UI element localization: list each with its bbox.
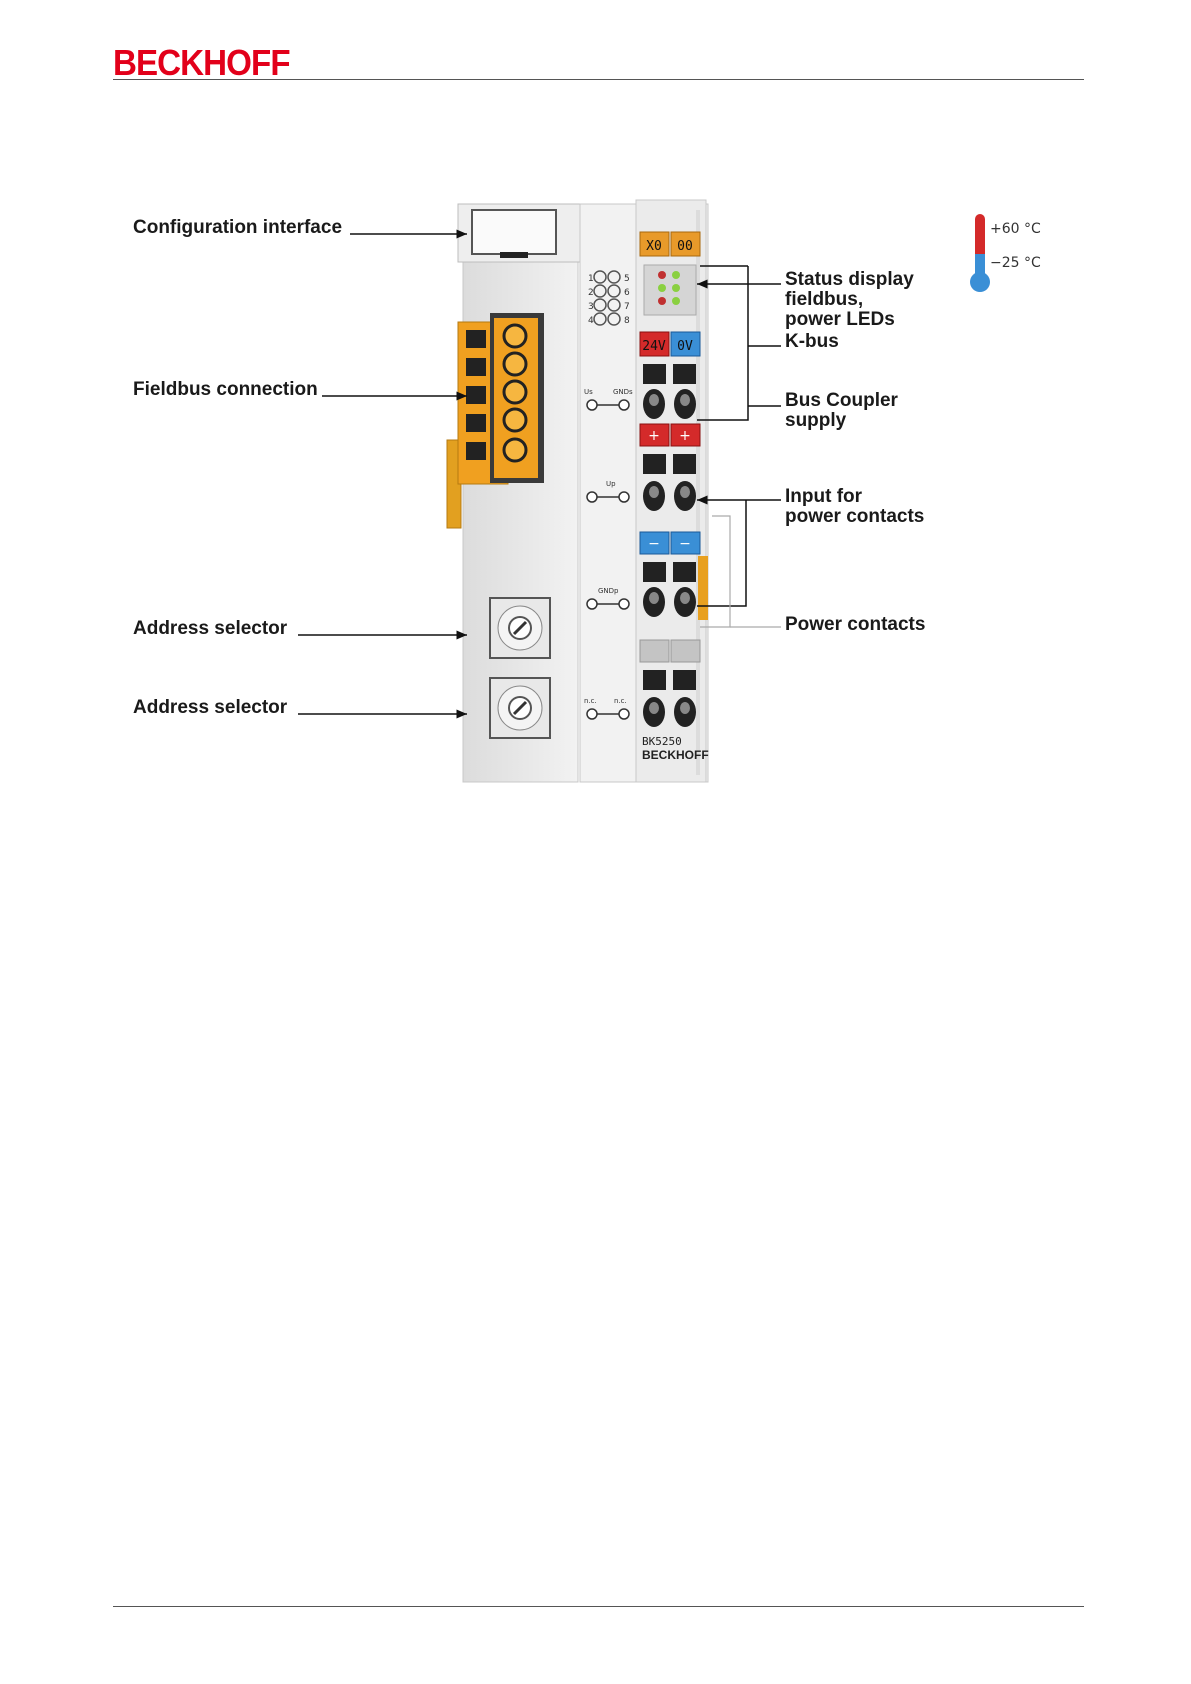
model-text: BK5250 [642, 735, 682, 748]
svg-text:−: − [679, 536, 691, 552]
svg-text:0V: 0V [677, 339, 693, 354]
svg-text:3: 3 [588, 302, 594, 312]
svg-text:n.c.: n.c. [614, 697, 627, 705]
temp-max: +60 °C [990, 221, 1041, 237]
svg-text:+: + [679, 428, 691, 444]
tag-grey-1 [640, 640, 669, 662]
svg-text:4: 4 [588, 316, 594, 326]
tag-x0-text: X0 [646, 239, 662, 254]
power-contacts-leader [700, 516, 781, 627]
temp-min: −25 °C [990, 255, 1041, 271]
svg-text:Us: Us [584, 388, 593, 396]
svg-text:2: 2 [588, 288, 594, 298]
svg-text:GNDs: GNDs [613, 388, 633, 396]
svg-text:GNDp: GNDp [598, 587, 619, 595]
svg-text:1: 1 [588, 274, 594, 284]
svg-text:6: 6 [624, 288, 630, 298]
thermometer-icon [970, 214, 990, 292]
svg-text:7: 7 [624, 302, 630, 312]
leader-lines-right [697, 266, 781, 606]
tag-00-text: 00 [677, 239, 693, 254]
tag-grey-2 [671, 640, 700, 662]
device-brand-text: BECKHOFF [642, 748, 709, 762]
config-interface-port [472, 210, 556, 254]
power-contact-tab [698, 556, 708, 620]
leader-lines-left [298, 234, 467, 714]
svg-text:n.c.: n.c. [584, 697, 597, 705]
address-selector-1 [490, 598, 550, 658]
svg-text:24V: 24V [642, 339, 666, 354]
svg-text:+: + [648, 428, 660, 444]
svg-text:5: 5 [624, 274, 630, 284]
address-selector-2 [490, 678, 550, 738]
svg-text:−: − [648, 536, 660, 552]
svg-text:Up: Up [606, 480, 616, 488]
svg-text:8: 8 [624, 316, 630, 326]
status-led-panel [644, 265, 696, 315]
